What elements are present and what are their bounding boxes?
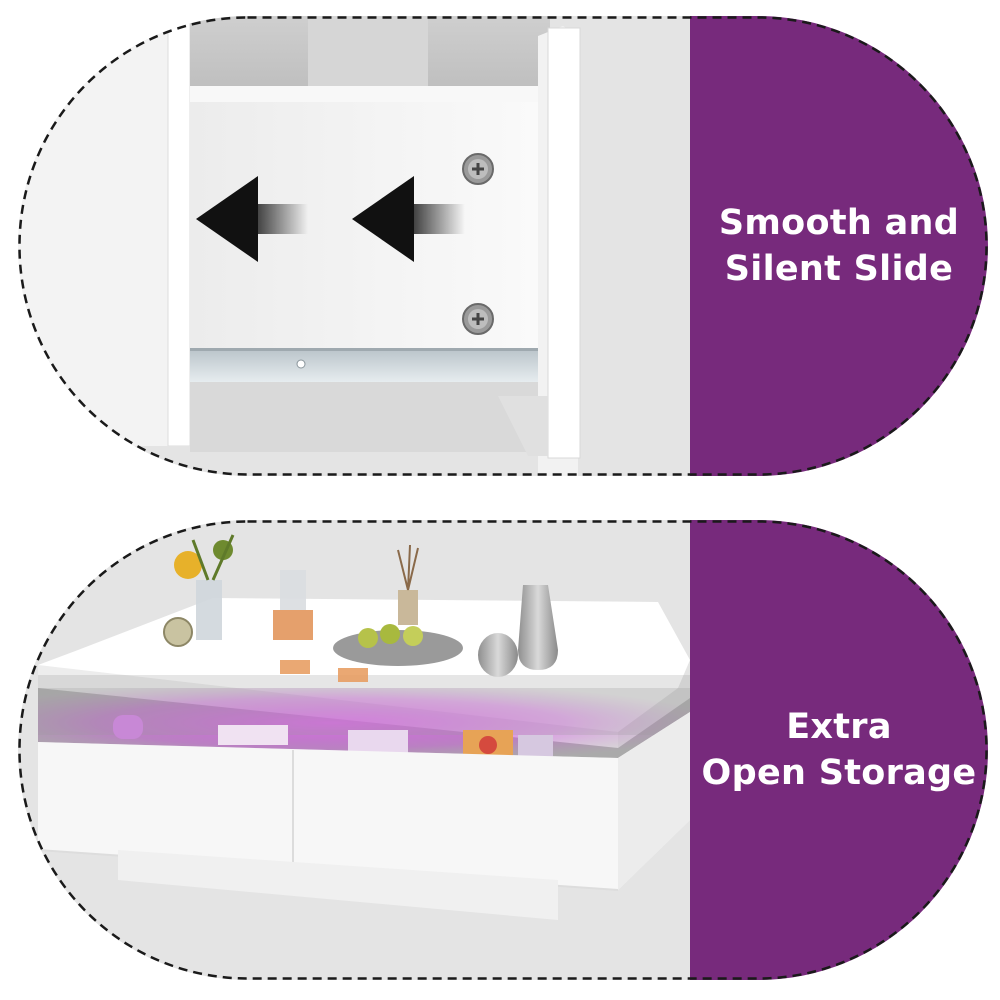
caption-line-1: Extra (786, 707, 892, 747)
feature-panel-storage: Extra Open Storage (18, 520, 988, 980)
alarm-clock-icon (163, 617, 193, 647)
feature-panel-slide: Smooth and Silent Slide (18, 16, 988, 476)
screw-icon-top (462, 153, 494, 185)
coffee-table-photo (18, 520, 690, 980)
feature-caption: Extra Open Storage (702, 704, 977, 796)
feature-caption: Smooth and Silent Slide (719, 200, 959, 292)
caption-line-1: Smooth and (718, 203, 960, 243)
feature-caption-box: Smooth and Silent Slide (690, 16, 988, 476)
feature-caption-box: Extra Open Storage (690, 520, 988, 980)
caption-line-2: Silent Slide (724, 249, 954, 289)
drawer-photo (18, 16, 690, 476)
caption-line-2: Open Storage (701, 753, 977, 793)
screw-icon-bottom (462, 303, 494, 335)
coffee-table-illustration (18, 520, 690, 980)
drawer-slide-illustration (18, 16, 690, 476)
